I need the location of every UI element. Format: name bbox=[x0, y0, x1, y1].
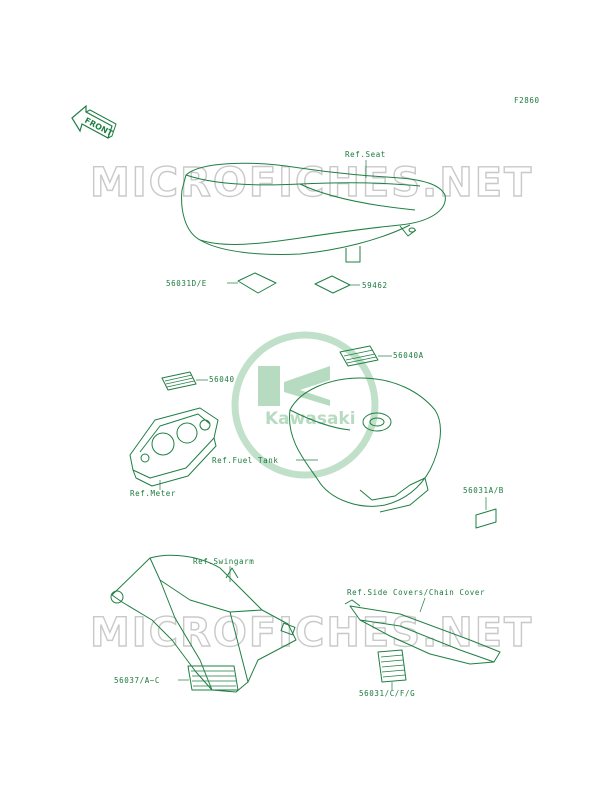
meter-drawing bbox=[129, 407, 219, 487]
label-56040a: 56040A bbox=[393, 351, 424, 360]
label-decal-56031ab bbox=[475, 508, 497, 529]
swingarm-drawing bbox=[110, 554, 297, 693]
figure-code: F2860 bbox=[514, 96, 540, 105]
label-ref-seat: Ref.Seat bbox=[345, 150, 386, 159]
label-decal-56031cfg bbox=[377, 649, 407, 683]
label-59462: 59462 bbox=[362, 281, 388, 290]
label-56037: 56037/A~C bbox=[114, 676, 160, 685]
label-ref-meter: Ref.Meter bbox=[130, 489, 176, 498]
label-ref-swingarm: Ref.Swingarm bbox=[193, 557, 254, 566]
label-ref-fuel-tank: Ref.Fuel Tank bbox=[212, 456, 279, 465]
watermark-top: MICROFICHES.NET bbox=[90, 160, 533, 206]
label-56031cfg: 56031/C/F/G bbox=[359, 689, 415, 698]
side-cover-drawing bbox=[344, 599, 501, 665]
fuel-tank-drawing bbox=[288, 377, 441, 513]
label-decal-59462 bbox=[314, 275, 351, 294]
seat-drawing bbox=[181, 162, 446, 263]
label-decal-56040 bbox=[161, 371, 197, 391]
watermark-bottom: MICROFICHES.NET bbox=[90, 610, 533, 656]
front-arrow-icon: FRONT bbox=[71, 104, 117, 139]
label-56040: 56040 bbox=[209, 375, 235, 384]
kawasaki-logo-watermark: Kawasaki bbox=[231, 331, 379, 479]
label-56031de: 56031D/E bbox=[166, 279, 207, 288]
label-ref-side-covers: Ref.Side Covers/Chain Cover bbox=[347, 588, 485, 597]
label-decal-56031de bbox=[237, 272, 277, 294]
label-56031ab: 56031A/B bbox=[463, 486, 504, 495]
label-decal-56037 bbox=[187, 665, 239, 691]
label-decal-56040a bbox=[339, 345, 379, 367]
